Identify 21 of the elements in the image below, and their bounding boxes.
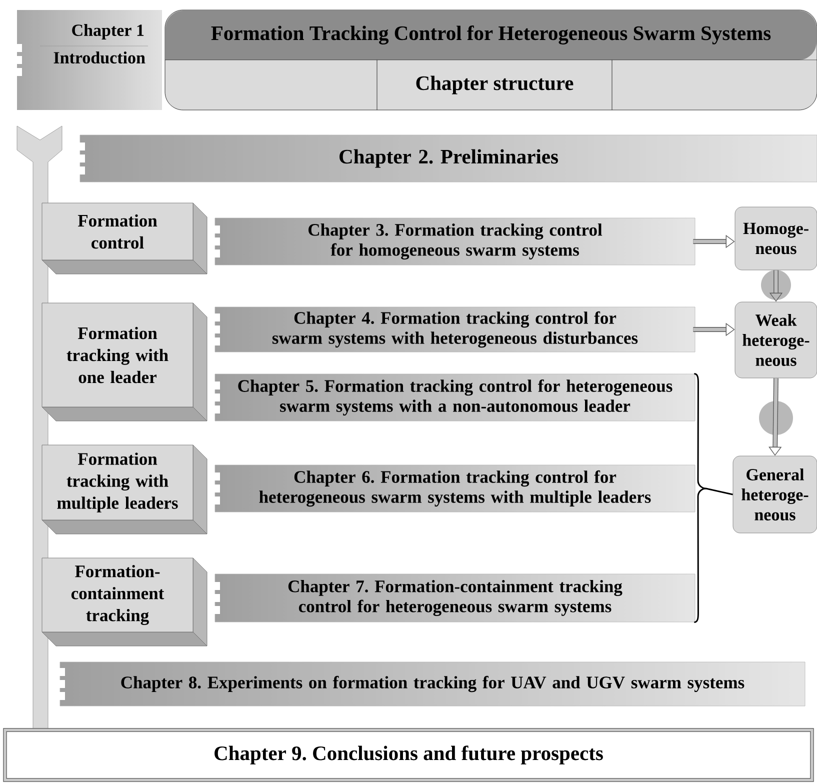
chapter-tab: Chapter 1 Introduction (14, 24, 148, 76)
category-box: Homoge- neous (734, 206, 817, 270)
topic-box: Formation tracking with one leader (42, 302, 208, 422)
chapter-band: Chapter 8. Experiments on formation tracking for UAV and UGV swarm systems (57, 662, 806, 706)
chapter-band: Chapter 7. Formation-containment tracking control for heterogeneous swarm systems (212, 574, 696, 622)
chapter-band: Chapter 4. Formation tracking control for swarm systems with heterogeneous disturbances (212, 306, 696, 352)
topic-box: Formation-containment tracking (42, 558, 208, 646)
brace-connector (693, 373, 734, 623)
chapter-band: Chapter 3. Formation tracking control for homogeneous swarm systems (212, 218, 696, 266)
chapter-band: Chapter 6. Formation tracking control for heterogeneous swarm systems with multiple leaders (212, 464, 696, 512)
node-label: Introduction (54, 52, 146, 64)
title: Formation Tracking Control for Heterogeneous Swarm Systems (211, 26, 771, 44)
category-box: Weak heteroge- neous (734, 302, 817, 378)
topic-box: Formation tracking with multiple leaders (42, 444, 208, 534)
block-arrow (768, 378, 782, 456)
chapter-band: Chapter 5. Formation tracking control for heterogeneous swarm systems with a non-autonomous leader (212, 374, 696, 422)
chapter-band: Chapter 2. Preliminaries (77, 134, 817, 182)
topic-box: Formation control (42, 202, 208, 274)
category-box: General heteroge- neous (732, 456, 817, 534)
conclusion-box: Chapter 9. Conclusions and future prospects (3, 728, 814, 782)
node-label: Chapter 1 (72, 24, 144, 40)
